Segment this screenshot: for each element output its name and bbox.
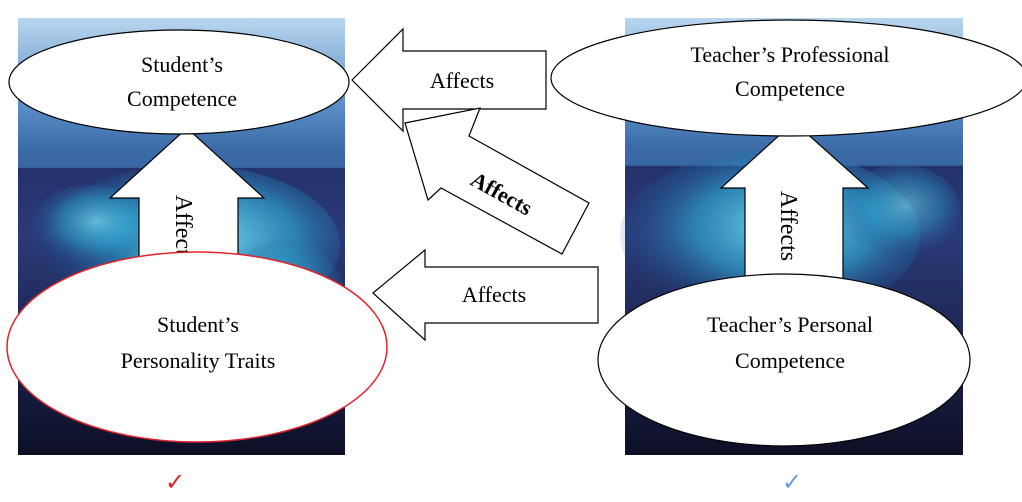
node-student-personality-traits: Student’s Personality Traits [6, 251, 388, 443]
node-student-competence: Student’s Competence [8, 29, 350, 135]
node-label-line: Competence [127, 86, 237, 111]
arrow-student-personality-to-competence: Affects [108, 127, 266, 291]
arrow-teacher-personal-to-student-personality: Affects [372, 248, 599, 342]
node-teacher-professional-competence: Teacher’s Professional Competence [550, 19, 1022, 137]
node-teacher-personal-competence: Teacher’s Personal Competence [597, 273, 971, 447]
node-label-line: Student’s [157, 312, 239, 337]
arrow-label-middle: Affects [462, 282, 526, 307]
arrow-teacher-professional-to-student-competence: Affects [351, 27, 547, 133]
left-check-mark-icon: ✓ [165, 470, 185, 496]
node-label-line: Personality Traits [121, 348, 276, 373]
node-label-line: Student’s [141, 52, 223, 77]
arrow-label-top: Affects [430, 68, 494, 93]
arrow-label-right-vertical: Affects [775, 191, 801, 261]
arrow-teacher-personal-to-professional: Affects [719, 121, 870, 319]
arrow-teacher-personal-to-student-competence-diagonal: Affects [404, 107, 590, 255]
node-label-line: Teacher’s Professional [690, 42, 889, 67]
node-label-line: Teacher’s Personal [707, 312, 873, 337]
node-label-line: Competence [735, 76, 845, 101]
node-label-line: Competence [735, 348, 845, 373]
right-check-mark-icon: ✓ [782, 470, 802, 496]
